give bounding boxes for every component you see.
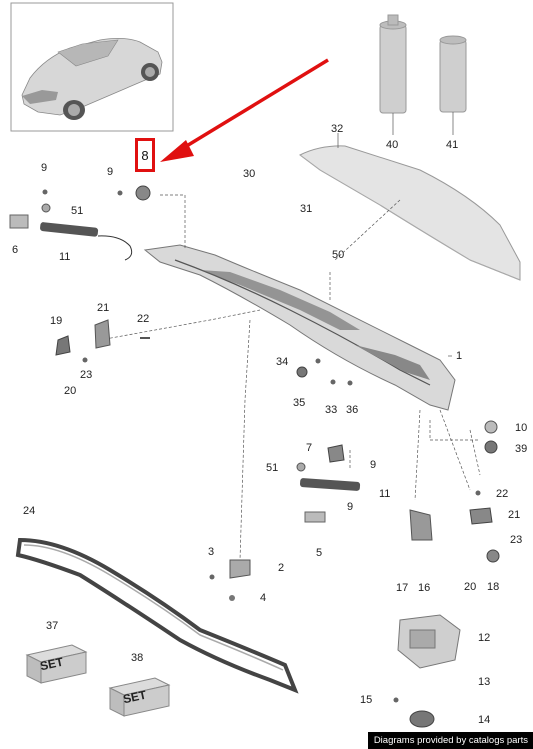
callout-6[interactable]: 6 — [12, 244, 19, 256]
callout-18[interactable]: 18 — [487, 581, 500, 593]
callout-8: 8 — [141, 148, 149, 163]
part-11-strut-lower — [299, 478, 361, 491]
callout-14[interactable]: 14 — [478, 714, 491, 726]
callout-38[interactable]: 38 — [131, 652, 144, 664]
callout-40[interactable]: 40 — [386, 139, 399, 151]
callout-13[interactable]: 13 — [478, 676, 491, 688]
part-40-canister — [379, 14, 407, 114]
part-1-tailgate — [143, 244, 456, 411]
callout-22-b[interactable]: 22 — [496, 488, 509, 500]
callout-20-b[interactable]: 20 — [464, 581, 477, 593]
part-8-highlight[interactable]: 8 — [135, 138, 155, 172]
callout-17[interactable]: 17 — [396, 582, 409, 594]
small-parts — [9, 185, 500, 703]
callout-35[interactable]: 35 — [293, 397, 306, 409]
callout-31[interactable]: 31 — [300, 203, 313, 215]
callout-33[interactable]: 33 — [325, 404, 338, 416]
part-38-set-box — [108, 677, 171, 717]
callout-19[interactable]: 19 — [50, 315, 63, 327]
part-37-set-box — [25, 644, 88, 684]
callout-36[interactable]: 36 — [346, 404, 359, 416]
callout-5[interactable]: 5 — [316, 547, 323, 559]
callout-11-b[interactable]: 11 — [379, 488, 391, 500]
part-14-cap — [409, 710, 435, 728]
callout-50[interactable]: 50 — [332, 249, 345, 261]
part-41-canister — [392, 35, 467, 135]
callout-41[interactable]: 41 — [446, 139, 459, 151]
callout-51-a[interactable]: 51 — [71, 205, 84, 217]
callout-23-b[interactable]: 23 — [510, 534, 523, 546]
callout-16[interactable]: 16 — [418, 582, 431, 594]
callout-37[interactable]: 37 — [46, 620, 59, 632]
callout-30[interactable]: 30 — [243, 168, 256, 180]
callout-2[interactable]: 2 — [278, 562, 285, 574]
part-11-strut-upper — [40, 222, 133, 261]
callout-10[interactable]: 10 — [515, 422, 528, 434]
callout-15[interactable]: 15 — [360, 694, 373, 706]
callout-9-b[interactable]: 9 — [107, 166, 114, 178]
callout-32[interactable]: 32 — [331, 123, 344, 135]
callout-34[interactable]: 34 — [276, 356, 289, 368]
callout-20-a[interactable]: 20 — [64, 385, 77, 397]
callout-21-b[interactable]: 21 — [508, 509, 521, 521]
callout-21-a[interactable]: 21 — [97, 302, 110, 314]
callout-4[interactable]: 4 — [260, 592, 267, 604]
callout-9-c[interactable]: 9 — [370, 459, 377, 471]
callout-9-d[interactable]: 9 — [347, 501, 354, 513]
callout-23-a[interactable]: 23 — [80, 369, 93, 381]
callout-12[interactable]: 12 — [478, 632, 491, 644]
callout-1[interactable]: 1 — [456, 350, 463, 362]
leader-lines — [99, 194, 481, 561]
callout-3[interactable]: 3 — [208, 546, 215, 558]
callout-9-a[interactable]: 9 — [41, 162, 48, 174]
callout-24[interactable]: 24 — [23, 505, 36, 517]
callout-51-b[interactable]: 51 — [266, 462, 279, 474]
callout-22-a[interactable]: 22 — [137, 313, 150, 325]
callout-7[interactable]: 7 — [306, 442, 313, 454]
callout-11-a[interactable]: 11 — [59, 251, 71, 263]
part-12-lock-actuator — [397, 614, 461, 669]
vehicle-thumbnail — [10, 2, 174, 132]
part-32-spoiler — [299, 133, 521, 281]
highlight-arrow — [160, 58, 329, 162]
footer-credit: Diagrams provided by catalogs parts — [367, 732, 533, 749]
part-24-seal — [15, 537, 299, 694]
callout-39[interactable]: 39 — [515, 443, 528, 455]
